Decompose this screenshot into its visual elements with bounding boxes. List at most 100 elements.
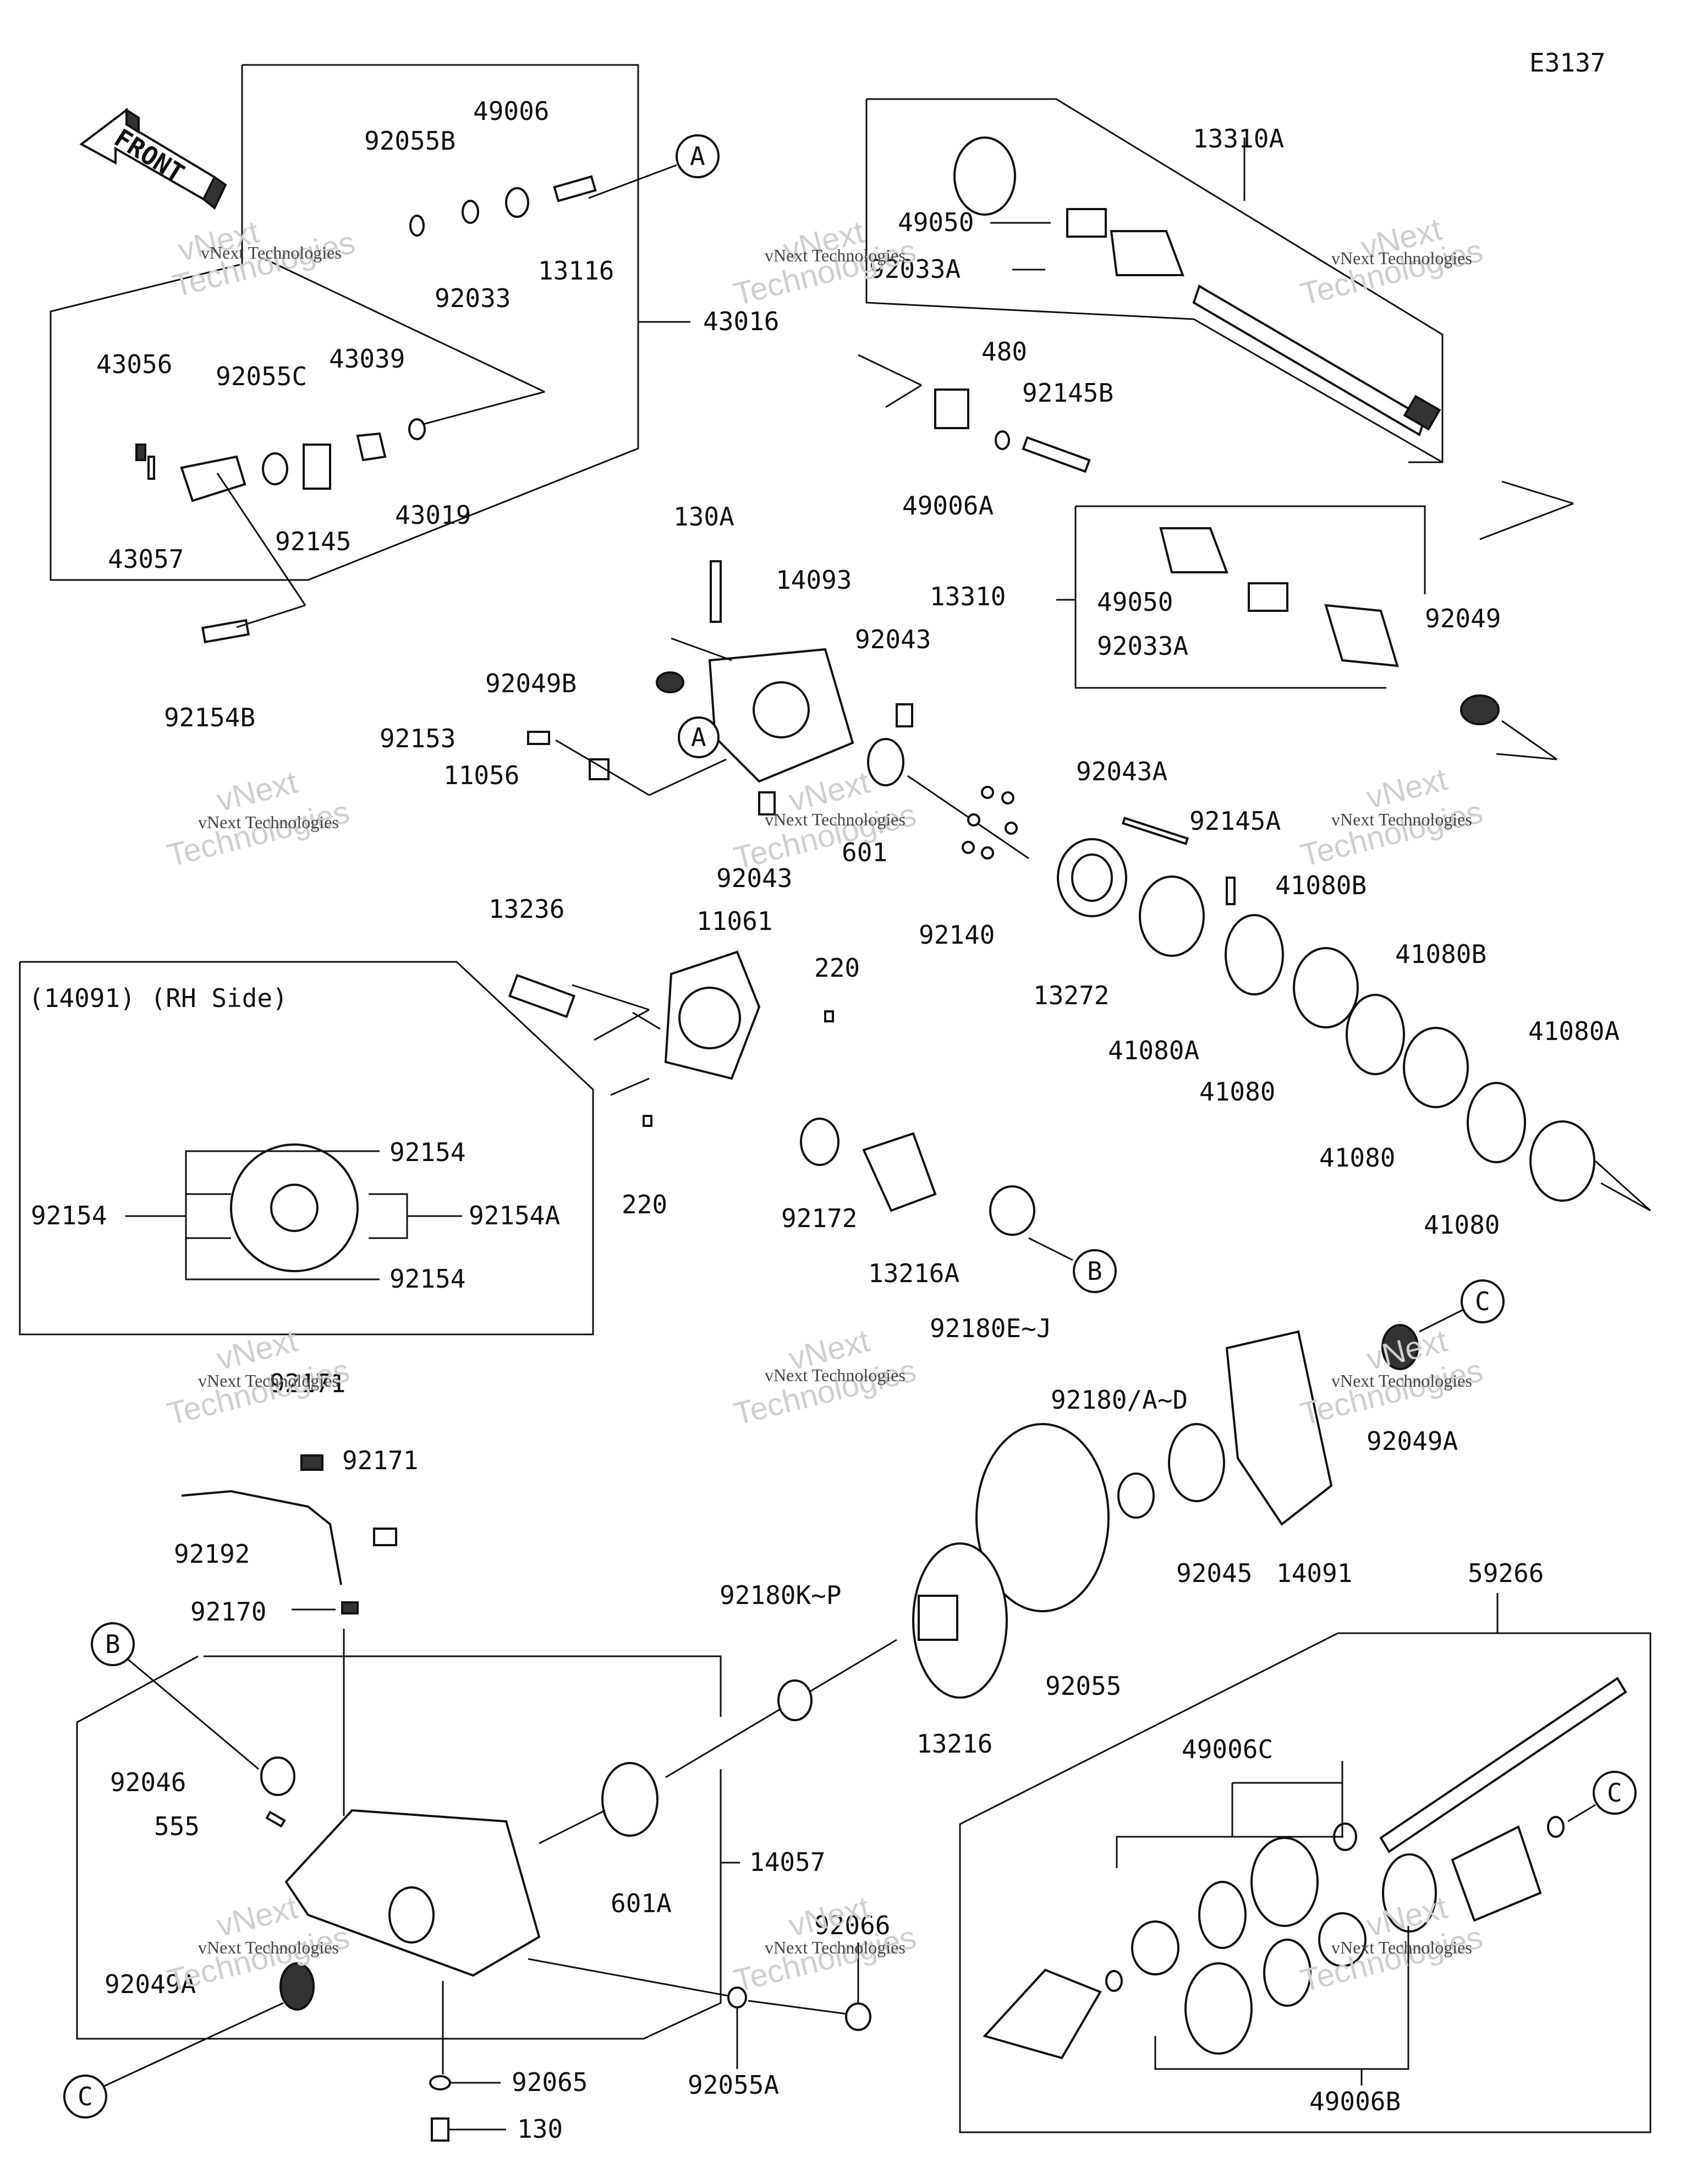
plate-41080B (1293, 947, 1359, 1028)
label-601: 601 (842, 838, 887, 867)
watermark-6: vNext Technologies (1331, 809, 1472, 829)
label-92055A: 92055A (688, 2070, 779, 2100)
inner-joint-housing (1451, 1825, 1542, 1922)
callout-A-mid-label: A (691, 722, 706, 752)
label-13272: 13272 (1033, 981, 1109, 1010)
label-130A: 130A (673, 502, 734, 532)
screw-220 (824, 1010, 834, 1022)
clip-c (1547, 1816, 1565, 1838)
o-ring-92055C (262, 452, 288, 485)
label-13216A: 13216A (868, 1258, 959, 1288)
group-clutch-plates (1057, 817, 1651, 1212)
label-480: 480 (981, 337, 1027, 366)
ring-snap (1382, 1853, 1437, 1933)
boot-49006B (1184, 1962, 1253, 2055)
watermark-group: vNext Technologies vNext Technologies vN… (163, 211, 1486, 1999)
bolt-92154B (201, 618, 250, 644)
plate-41080A-b (1529, 1120, 1595, 1202)
seal-92046 (260, 1756, 295, 1796)
label-130: 130 (517, 2114, 563, 2144)
label-92066: 92066 (814, 1911, 890, 1940)
plate-41080A (1139, 875, 1205, 957)
group-14093: A (527, 560, 1029, 860)
seal-92049A-b (279, 1962, 315, 2011)
label-49006: 49006 (473, 96, 549, 126)
pin-92043A (1121, 817, 1189, 845)
label-92033A: 92033A (869, 254, 961, 284)
label-13116: 13116 (538, 256, 614, 286)
pin-92043-b (758, 791, 776, 815)
label-92180K-P: 92180K~P (720, 1580, 842, 1610)
label-92145B: 92145B (1022, 378, 1113, 408)
bearing-92045 (1168, 1423, 1225, 1502)
label-14091: 14091 (1276, 1558, 1352, 1588)
label-92172: 92172 (781, 1203, 857, 1233)
o-ring-480 (995, 430, 1010, 450)
washer-92065 (429, 2075, 451, 2090)
seal-92172 (800, 1118, 839, 1166)
watermark-7: vNext Technologies (198, 1371, 339, 1391)
label-92192: 92192 (174, 1539, 250, 1569)
cross-joint-49050 (1066, 208, 1107, 238)
label-92145A: 92145A (1189, 806, 1281, 836)
label-92043: 92043 (855, 625, 931, 654)
watermark-3: vNext Technologies (1331, 248, 1472, 268)
seal-92049 (1460, 694, 1500, 725)
inset-label-92154-top: 92154 (389, 1137, 465, 1167)
callout-B-mid-label: B (1087, 1256, 1102, 1286)
label-14093: 14093 (776, 565, 852, 595)
label-13310A: 13310A (1193, 124, 1284, 154)
shaft-13310A (1192, 284, 1426, 436)
clamp-92171-b (373, 1528, 397, 1546)
callout-A-mid (678, 716, 720, 758)
callout-B-bottom (91, 1622, 135, 1666)
label-92049: 92049 (1425, 604, 1501, 633)
cross-joint-49050-b (1248, 582, 1288, 612)
cover-14091 (1225, 1330, 1333, 1526)
label-92049A-b: 92049A (105, 1969, 196, 1999)
group-43016: A (50, 64, 720, 644)
seal-92049B (656, 671, 684, 693)
label-92055B: 92055B (364, 126, 456, 156)
bolt-130A (710, 560, 722, 623)
pin-555 (265, 1810, 286, 1828)
label-43019: 43019 (395, 500, 471, 530)
callout-C-right-label: C (1607, 1778, 1622, 1808)
ring-gear-13216 (912, 1542, 1008, 1699)
label-41080: 41080 (1199, 1077, 1275, 1107)
label-92170: 92170 (190, 1597, 266, 1627)
label-92033: 92033 (435, 283, 511, 313)
callout-B-mid (1073, 1249, 1117, 1293)
label-11061: 11061 (696, 906, 772, 936)
callout-C-top-label: C (1475, 1287, 1490, 1316)
seal-92049A (1381, 1324, 1419, 1370)
callout-C-bottom (63, 2074, 107, 2119)
spring-92145 (303, 444, 331, 490)
callout-C-top (1461, 1279, 1505, 1323)
band-49006B (1263, 1939, 1312, 2007)
callout-C-bottom-label: C (78, 2082, 93, 2111)
label-92180E-J: 92180E~J (930, 1313, 1052, 1343)
label-92033A-b: 92033A (1097, 631, 1188, 661)
disc-41080-c (1467, 1082, 1526, 1163)
label-41080-c: 41080 (1424, 1210, 1500, 1240)
label-49050-b: 49050 (1097, 587, 1173, 617)
clip (1105, 1970, 1123, 1992)
label-92055C: 92055C (216, 362, 307, 391)
bolt-43056 (135, 444, 146, 461)
o-ring-92055 (975, 1423, 1110, 1612)
fitting-92170 (341, 1601, 359, 1614)
label-92043-b: 92043 (716, 863, 792, 893)
label-92140: 92140 (919, 920, 995, 950)
label-13236: 13236 (489, 894, 564, 924)
case-bore (753, 681, 810, 738)
group-breather-ring-gear: C (181, 1279, 1505, 1778)
plug-92066 (845, 2002, 871, 2031)
yoke-shaft-end (1110, 230, 1184, 276)
shaft-59266 (1379, 1677, 1627, 1853)
watermark-9: vNext Technologies (1331, 1371, 1472, 1391)
watermark-10: vNext Technologies (198, 1937, 339, 1957)
bearing-601 (867, 738, 904, 786)
o-ring-92055A (727, 1986, 747, 2008)
